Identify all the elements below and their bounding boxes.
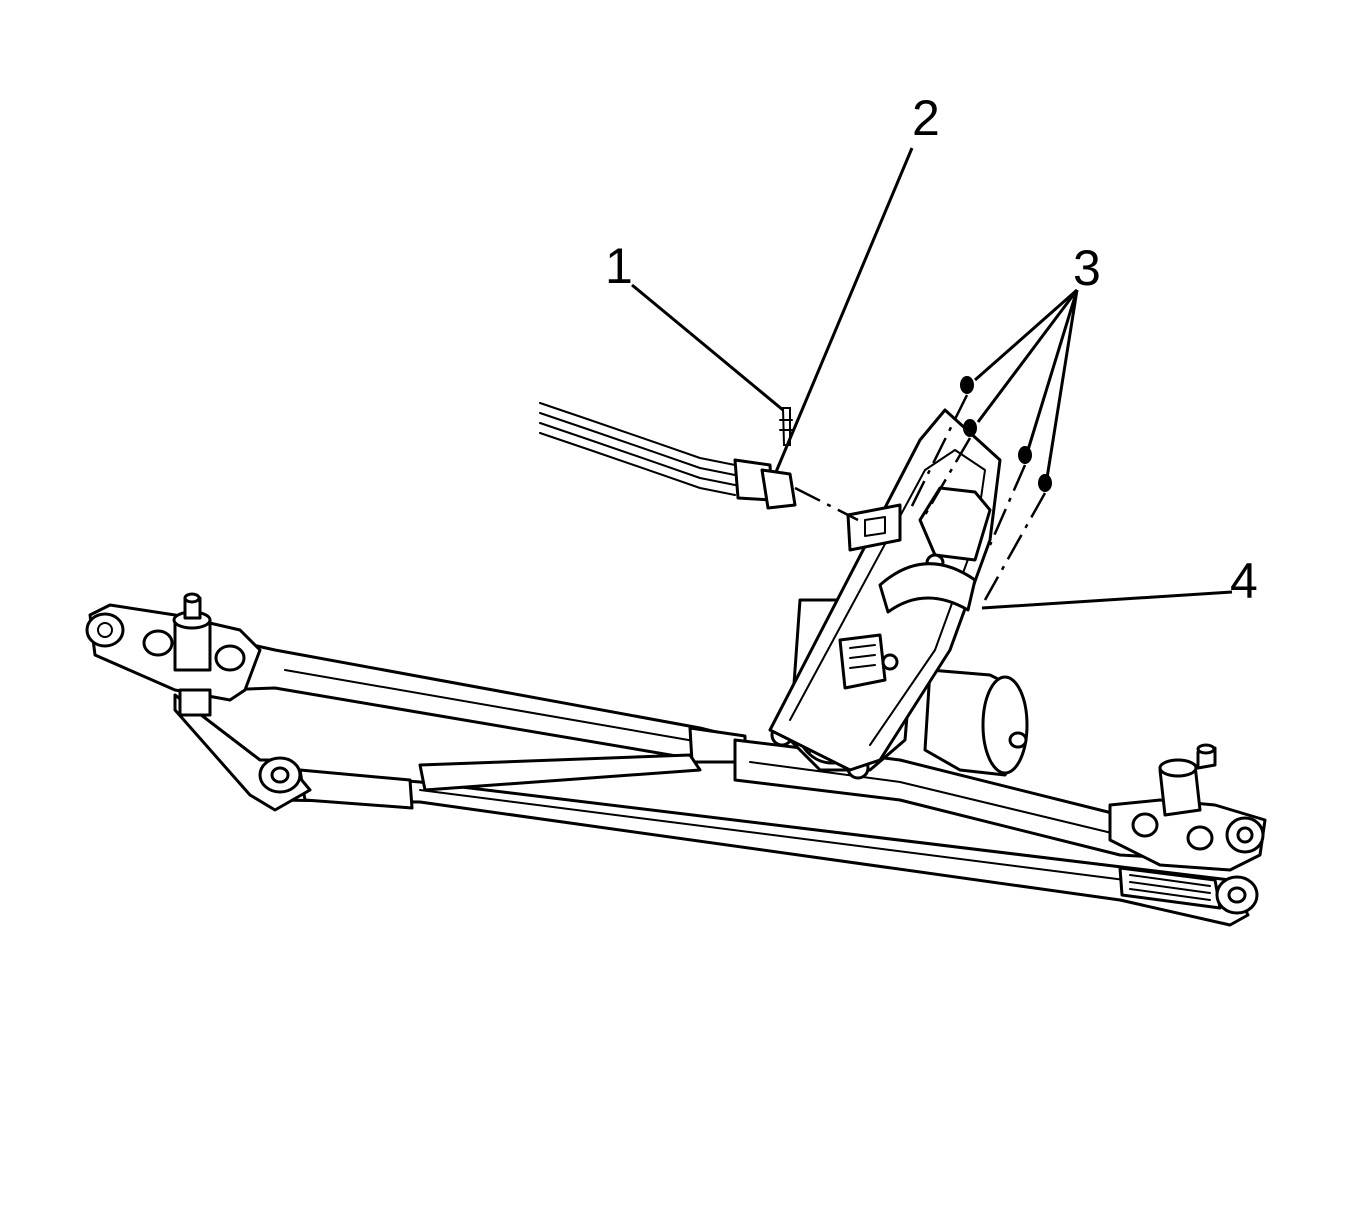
left-pivot-assembly bbox=[85, 592, 312, 812]
module-connector bbox=[760, 407, 797, 510]
module-bracket bbox=[768, 408, 1002, 772]
callout-2: 2 bbox=[912, 90, 940, 146]
callout-4: 4 bbox=[1230, 553, 1258, 609]
connector-alignment-line bbox=[794, 486, 859, 522]
callout-leaders bbox=[631, 147, 1233, 610]
callout-3: 3 bbox=[1073, 240, 1101, 296]
right-pivot-assembly bbox=[1108, 743, 1267, 915]
callout-1: 1 bbox=[605, 238, 633, 294]
wire-harness bbox=[539, 402, 774, 502]
bracket-fasteners bbox=[908, 376, 1052, 601]
